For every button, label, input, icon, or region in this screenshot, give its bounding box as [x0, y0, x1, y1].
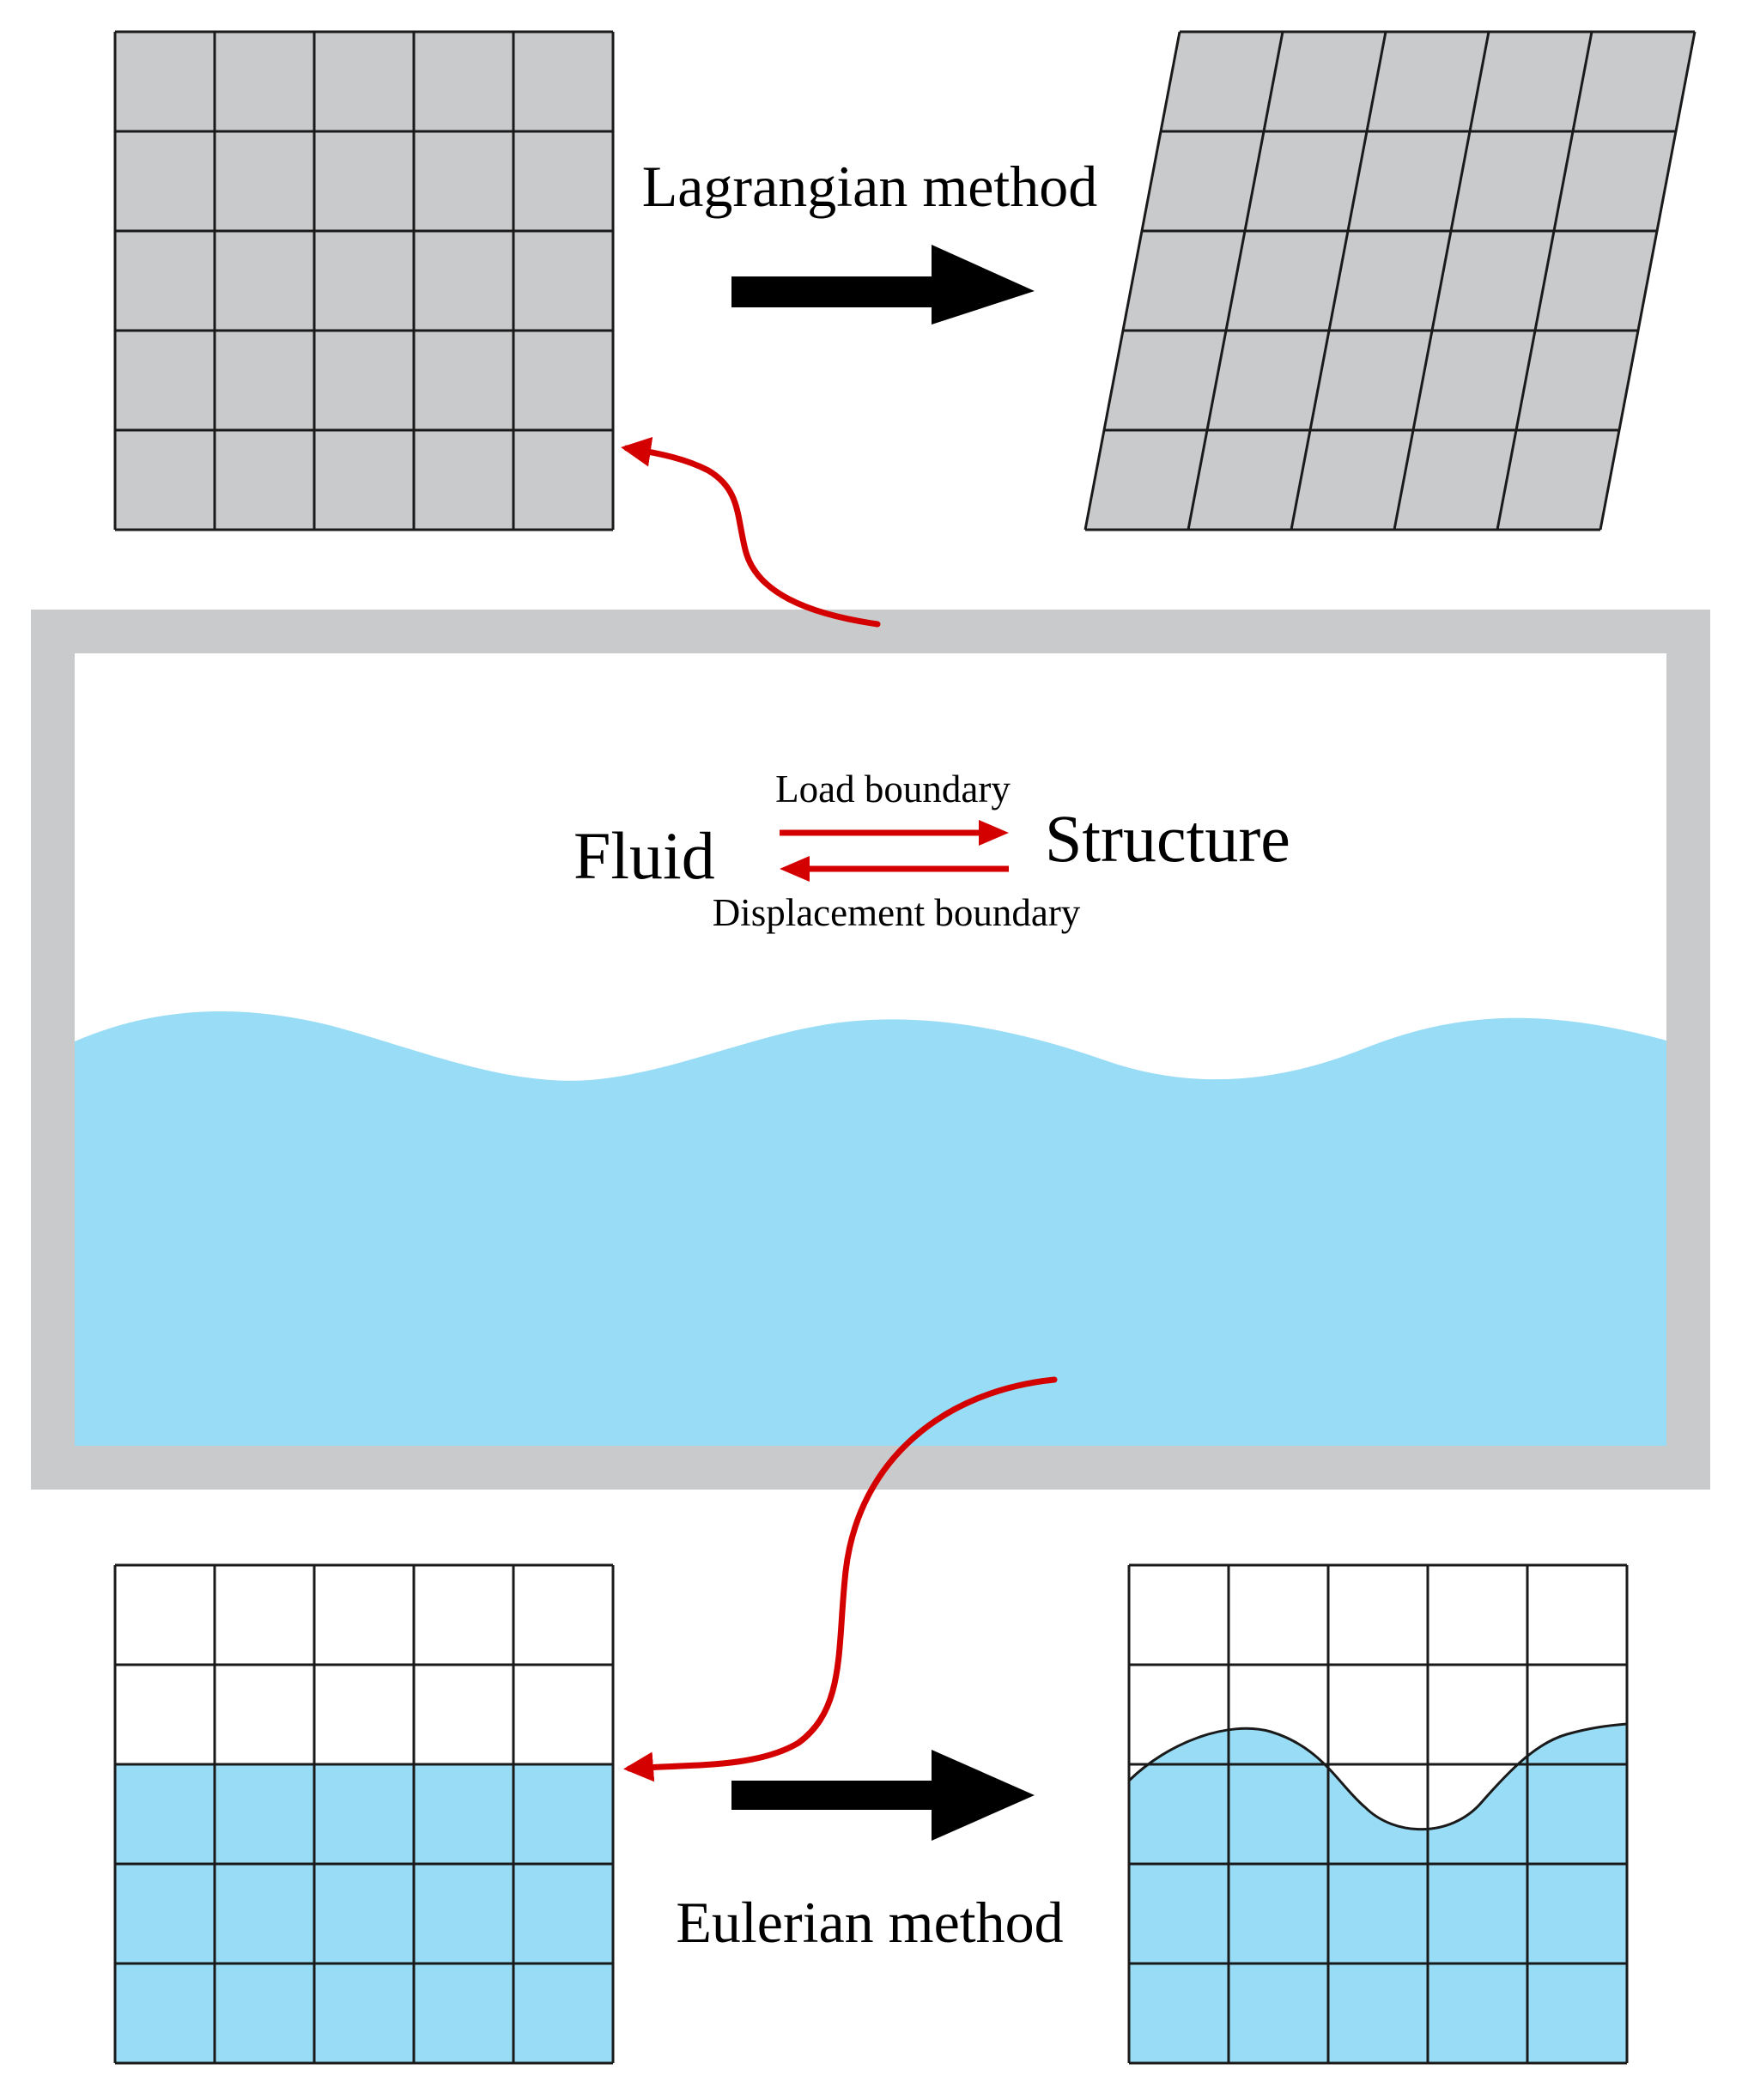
fluid-label: Fluid: [574, 818, 715, 893]
right-arrow-icon: [731, 1750, 1035, 1841]
water-surface-line: [1129, 1722, 1627, 1831]
grid-line-vertical: [1083, 31, 1181, 531]
water-body: [75, 1011, 1666, 1446]
grid-water-fill: [115, 1764, 613, 2063]
lagrangian-grid-deformed: [1083, 30, 1696, 531]
grid-line-vertical: [1290, 31, 1387, 531]
grid-line-vertical: [1496, 31, 1593, 531]
load-boundary-label: Load boundary: [775, 768, 1011, 810]
grid-line-vertical: [1187, 31, 1284, 531]
lagrangian-grid-initial: [113, 30, 615, 531]
structure-label: Structure: [1045, 801, 1290, 876]
grid-line-vertical: [1393, 31, 1490, 531]
eulerian-method-label: Eulerian method: [676, 1890, 1063, 1955]
eulerian-grid-initial: [113, 1563, 615, 2065]
tank: [31, 610, 1710, 1490]
grid-line-vertical: [1599, 31, 1696, 531]
lagrangian-method-label: Lagrangian method: [642, 154, 1098, 219]
displacement-boundary-label: Displacement boundary: [713, 891, 1081, 934]
bidirectional-arrows-icon: [780, 820, 1009, 882]
curved-arrow-to-lagrangian: [621, 436, 881, 628]
grid-water-fill: [1129, 1724, 1627, 2063]
curved-arrow-to-eulerian: [623, 1376, 1058, 1782]
right-arrow-icon: [731, 245, 1035, 325]
eulerian-grid-deformed: [1127, 1563, 1629, 2065]
